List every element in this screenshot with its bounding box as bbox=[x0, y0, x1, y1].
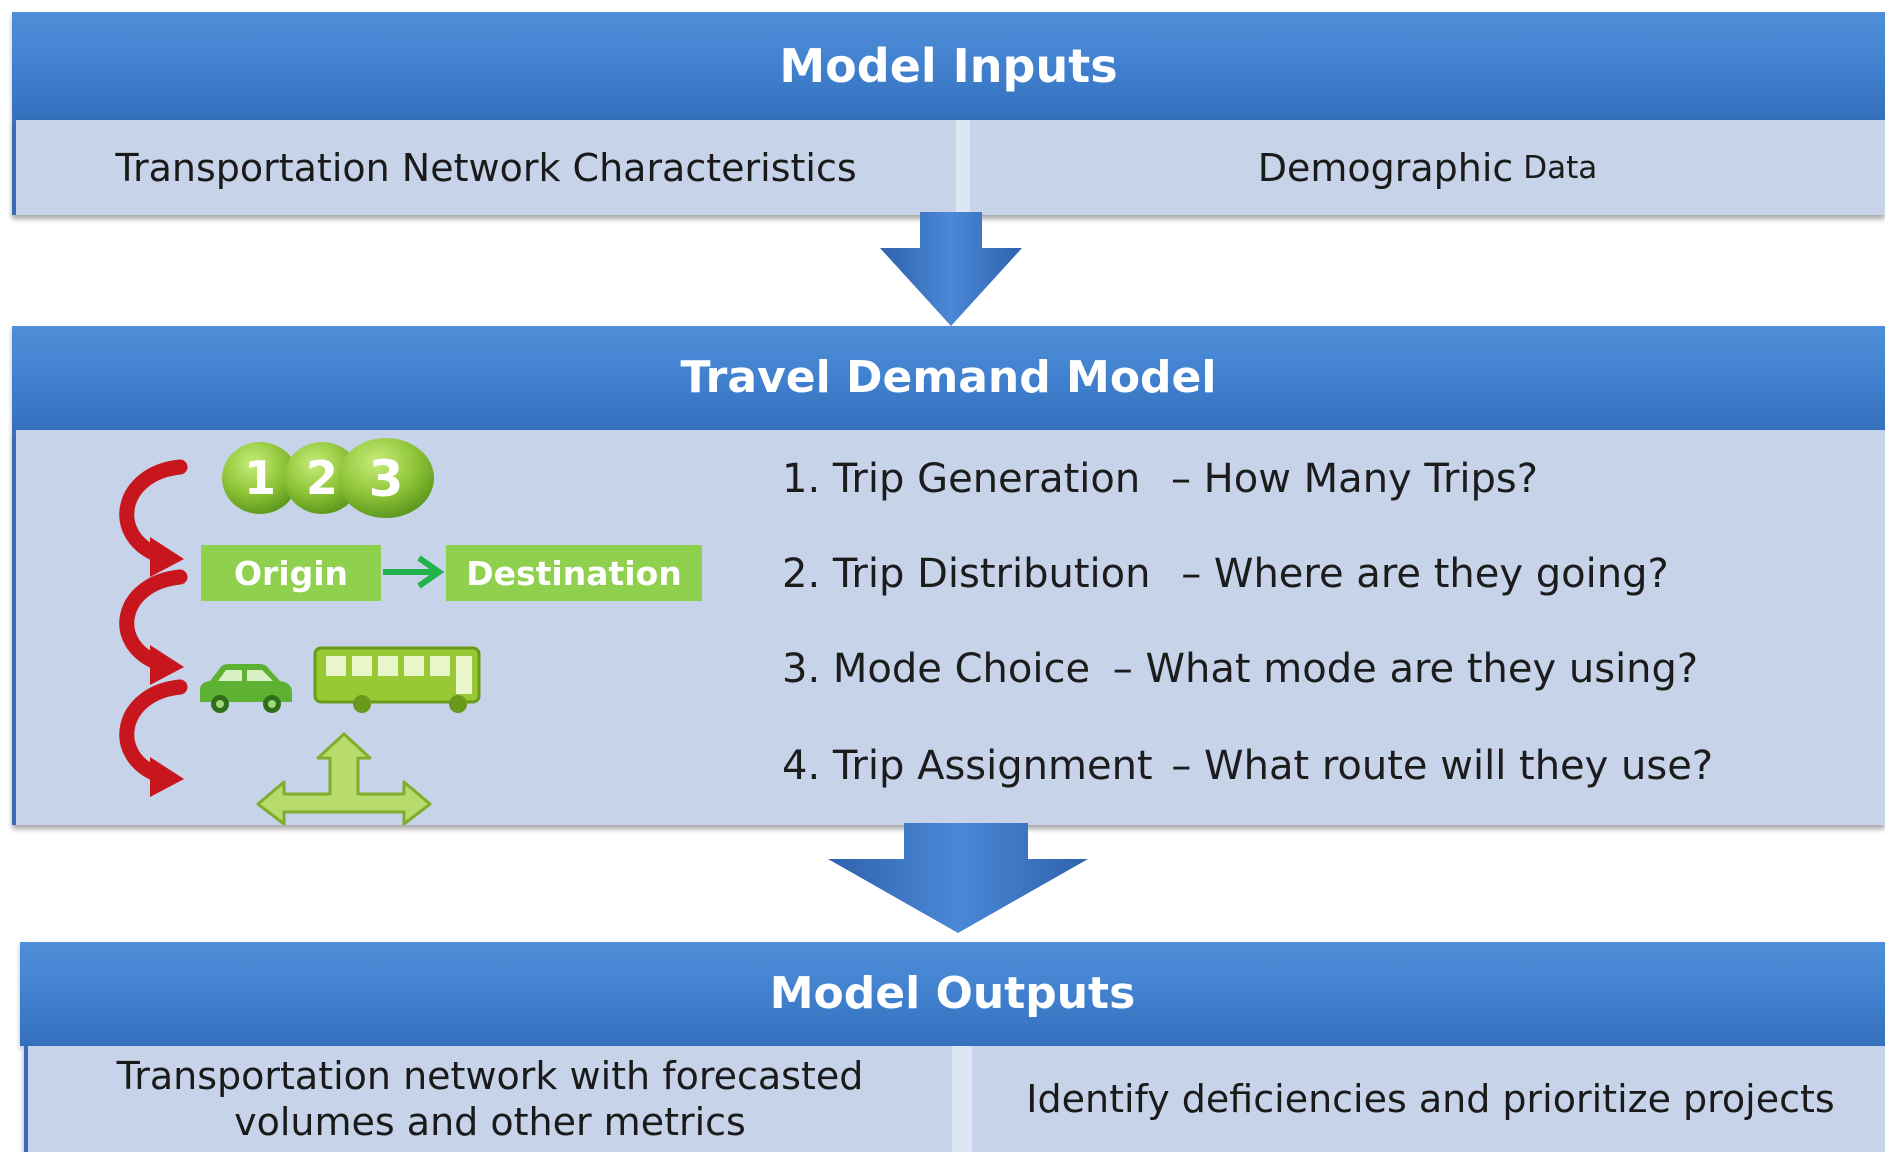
bus-icon bbox=[313, 646, 481, 713]
right-arrow-icon bbox=[383, 555, 445, 589]
inputs-header: Model Inputs bbox=[12, 12, 1885, 120]
input-data-text: Data bbox=[1523, 149, 1598, 186]
down-arrow-icon bbox=[828, 823, 1088, 933]
input-demographic-text: Demographic bbox=[1257, 145, 1514, 190]
step-4-label: 4. Trip Assignment bbox=[782, 743, 1153, 789]
output-network-cell: Transportation network with forecasted v… bbox=[28, 1046, 952, 1152]
origin-label: Origin bbox=[233, 553, 349, 593]
input-demographic-cell: Demographic Data bbox=[970, 120, 1885, 215]
input-network-text: Transportation Network Characteristics bbox=[115, 145, 857, 190]
model-header: Travel Demand Model bbox=[12, 326, 1885, 430]
car-icon bbox=[200, 664, 292, 713]
step-1-question: – How Many Trips? bbox=[1170, 456, 1538, 502]
step-mode-choice: 3. Mode Choice – What mode are they usin… bbox=[782, 646, 1698, 692]
model-title: Travel Demand Model bbox=[680, 352, 1217, 403]
step-trip-generation: 1. Trip Generation – How Many Trips? bbox=[782, 456, 1538, 502]
origin-box: Origin bbox=[201, 545, 381, 601]
input-network-cell: Transportation Network Characteristics bbox=[16, 120, 956, 215]
badge-1-icon bbox=[222, 442, 298, 514]
outputs-title: Model Outputs bbox=[769, 968, 1136, 1019]
step-trip-distribution: 2. Trip Distribution – Where are they go… bbox=[782, 551, 1669, 597]
step-4-question: – What route will they use? bbox=[1171, 743, 1714, 789]
output-deficiencies-cell: Identify deficiencies and prioritize pro… bbox=[972, 1046, 1885, 1152]
badge-3-text: 3 bbox=[369, 450, 404, 508]
step-3-question: – What mode are they using? bbox=[1112, 646, 1699, 692]
step-1-label: 1. Trip Generation bbox=[782, 456, 1141, 502]
step-number-badges: 1 2 3 bbox=[222, 438, 434, 518]
down-arrow-icon bbox=[880, 212, 1022, 326]
destination-box: Destination bbox=[446, 545, 702, 601]
step-3-label: 3. Mode Choice bbox=[782, 646, 1091, 692]
destination-label: Destination bbox=[466, 553, 682, 593]
outputs-header: Model Outputs bbox=[20, 942, 1885, 1046]
cycle-arrows-icon bbox=[119, 459, 188, 797]
step-2-label: 2. Trip Distribution bbox=[782, 551, 1151, 597]
inputs-panel: Transportation Network Characteristics D… bbox=[12, 120, 1885, 215]
route-arrows-icon bbox=[256, 732, 432, 826]
badge-2-text: 2 bbox=[306, 451, 338, 505]
badge-3-icon bbox=[338, 438, 434, 518]
outputs-divider bbox=[952, 1046, 972, 1152]
output-network-line1: Transportation network with forecasted bbox=[116, 1054, 864, 1098]
outputs-panel: Transportation network with forecasted v… bbox=[24, 1046, 1885, 1152]
badge-2-icon bbox=[284, 442, 360, 514]
badge-1-text: 1 bbox=[244, 451, 276, 505]
inputs-divider bbox=[956, 120, 970, 215]
output-network-line2: volumes and other metrics bbox=[234, 1100, 746, 1144]
step-2-question: – Where are they going? bbox=[1181, 551, 1669, 597]
inputs-title: Model Inputs bbox=[779, 39, 1118, 93]
output-deficiencies-text: Identify deficiencies and prioritize pro… bbox=[1026, 1077, 1835, 1121]
step-trip-assignment: 4. Trip Assignment – What route will the… bbox=[782, 743, 1713, 789]
